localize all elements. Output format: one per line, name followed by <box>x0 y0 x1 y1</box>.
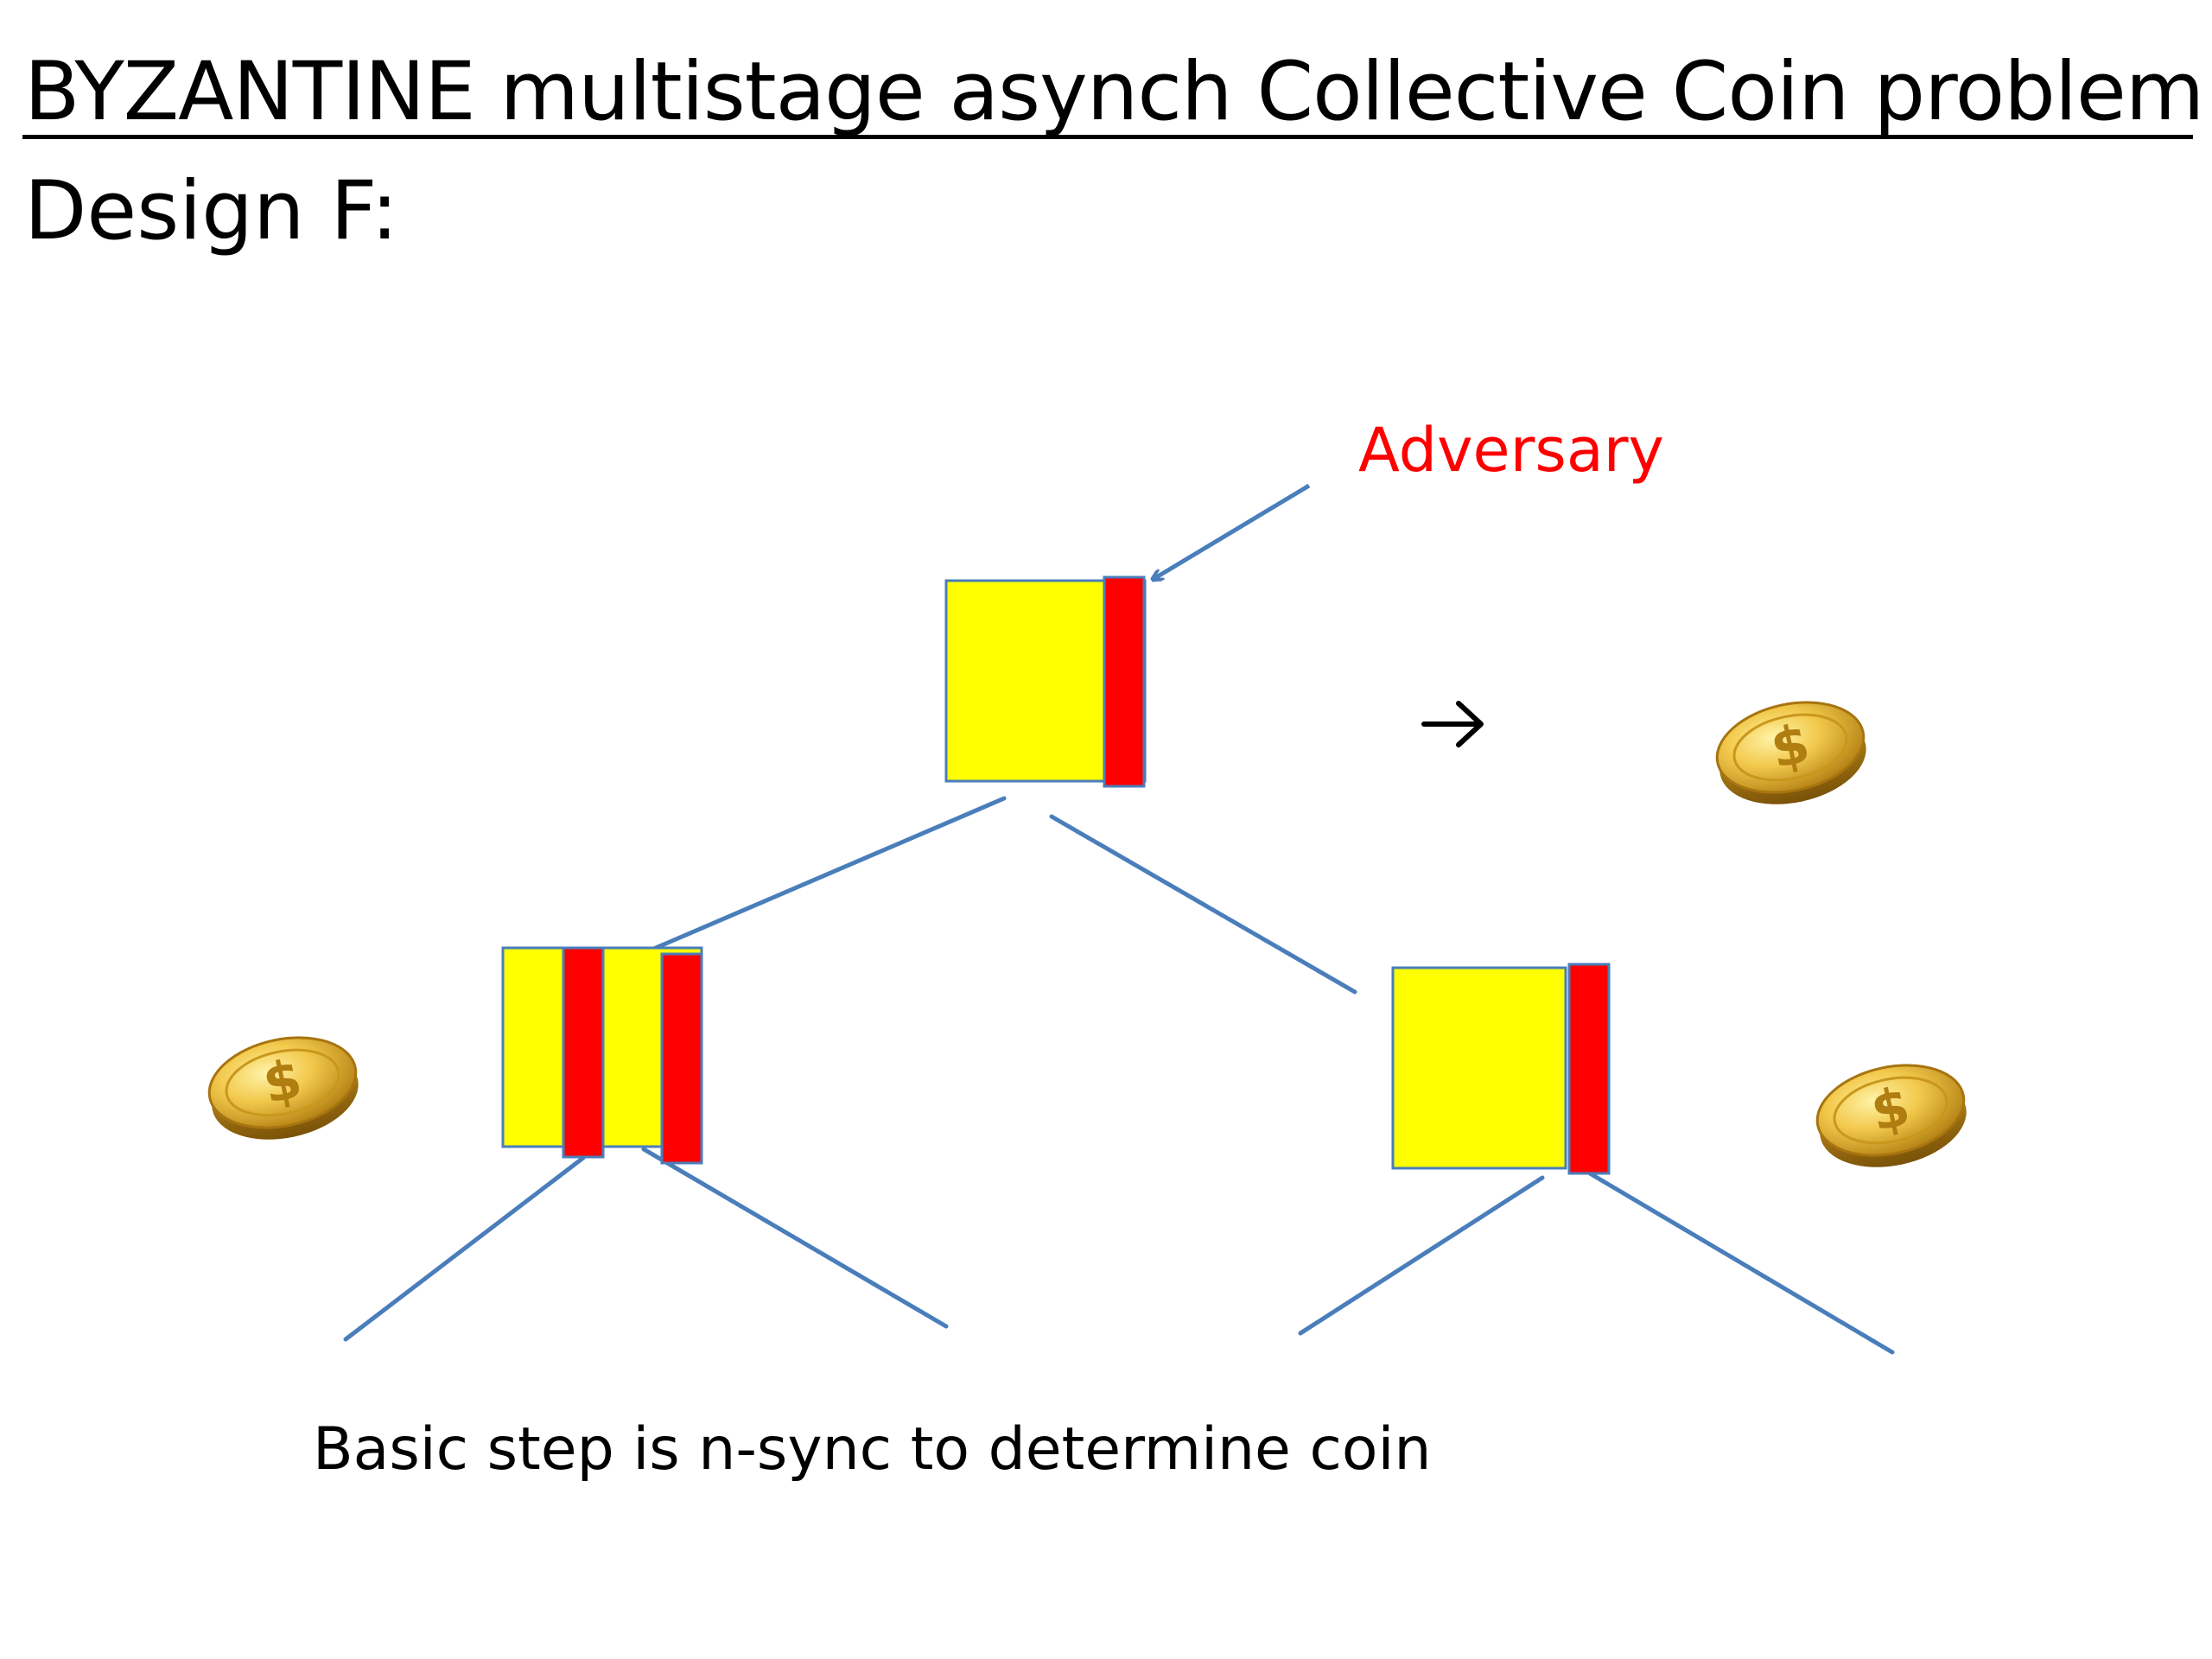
edge-right-right <box>1587 1171 1895 1355</box>
coin-icon: $ <box>1815 1064 1967 1167</box>
right-node-adversary-bar <box>1567 963 1611 1175</box>
edge-root-right <box>1049 814 1357 995</box>
coin-icon: $ <box>1715 701 1866 804</box>
slide-subtitle: Design F: <box>24 164 398 258</box>
title-underline <box>22 135 2193 139</box>
slide-title: BYZANTINE multistage asynch Collective C… <box>24 45 2204 139</box>
root-node-adversary-bar <box>1103 575 1146 788</box>
edge-left-left <box>343 1155 586 1342</box>
right-node <box>1391 963 1611 1175</box>
edge-root-left <box>647 796 1007 953</box>
adversary-label: Adversary <box>1358 415 1664 486</box>
diagram-caption: Basic step is n-sync to determine coin <box>313 1415 1432 1484</box>
edge-left-right <box>641 1147 949 1329</box>
tree-edges <box>343 796 1895 1355</box>
edge-right-left <box>1298 1175 1545 1336</box>
root-node <box>944 575 1147 788</box>
right-node-box <box>1391 966 1567 1170</box>
adversary-pointer-arrow <box>1154 483 1311 579</box>
left-node-adversary-bar-2 <box>660 952 703 1165</box>
coin-icon: $ <box>207 1036 359 1140</box>
arrow-right-icon <box>1421 701 1484 747</box>
left-node <box>501 946 703 1165</box>
left-node-adversary-bar-1 <box>562 946 605 1159</box>
